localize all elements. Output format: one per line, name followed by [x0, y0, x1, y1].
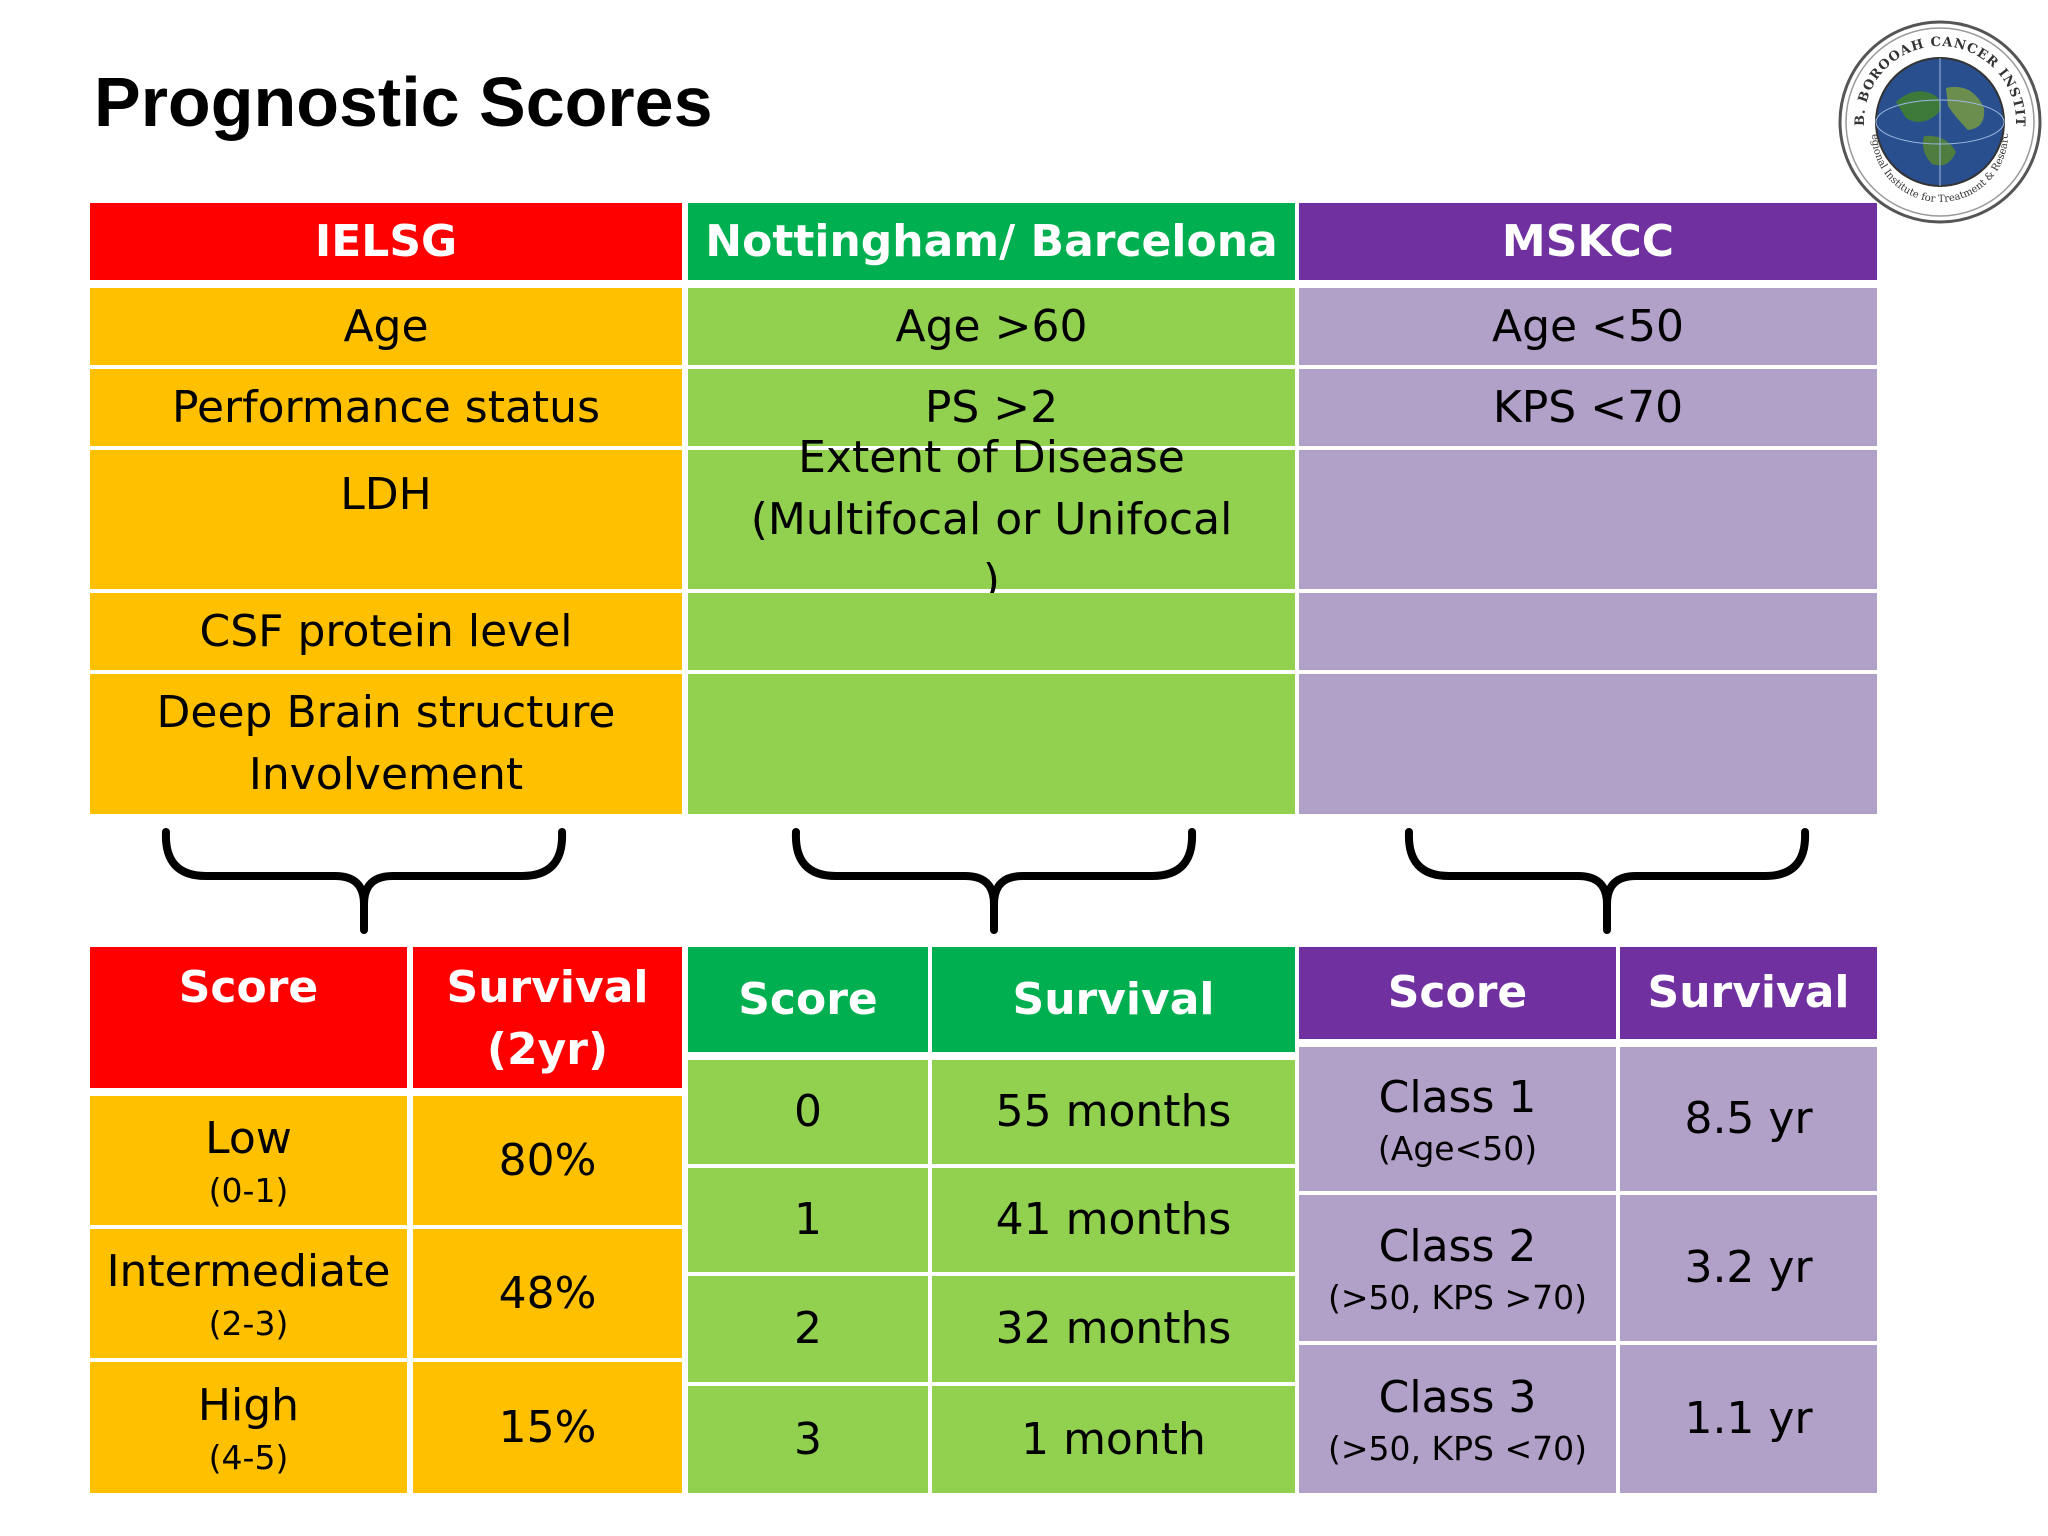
- slide-title: Prognostic Scores: [94, 63, 713, 141]
- class-label: Class 1: [1378, 1071, 1537, 1123]
- mskcc-survival-header: Survival: [1620, 947, 1877, 1039]
- mskcc-row-class2-survival: 3.2 yr: [1620, 1195, 1877, 1341]
- ielsg-factor-age: Age: [90, 288, 682, 365]
- mskcc-row-class1-survival: 8.5 yr: [1620, 1047, 1877, 1191]
- nottingham-factor-extent: Extent of Disease (Multifocal or Unifoca…: [688, 432, 1295, 606]
- mskcc-factor-empty-1: [1299, 450, 1877, 589]
- score-range: (2-3): [208, 1303, 289, 1343]
- mskcc-row-class3-survival: 1.1 yr: [1620, 1345, 1877, 1493]
- ielsg-row-low-score: Low (0-1): [90, 1096, 407, 1225]
- ielsg-factor-csf: CSF protein level: [90, 593, 682, 670]
- mskcc-header: MSKCC: [1299, 203, 1877, 280]
- score-label: High: [197, 1380, 300, 1432]
- nottingham-factor-age: Age >60: [688, 288, 1295, 365]
- mskcc-score-header: Score: [1299, 947, 1616, 1039]
- score-label: Low: [205, 1113, 292, 1165]
- ielsg-factor-performance: Performance status: [90, 369, 682, 446]
- nottingham-row-1-score: 1: [688, 1168, 928, 1272]
- ielsg-factor-ldh: LDH: [90, 450, 682, 589]
- brace-icon: [1404, 828, 1810, 934]
- nottingham-row-0-survival: 55 months: [932, 1060, 1295, 1164]
- ielsg-row-high-survival: 15%: [413, 1362, 682, 1493]
- ielsg-factor-deep-brain: Deep Brain structure Involvement: [90, 674, 682, 814]
- nottingham-row-2-survival: 32 months: [932, 1276, 1295, 1382]
- nottingham-header: Nottingham/ Barcelona: [688, 203, 1295, 280]
- ielsg-survival-header: Survival (2yr): [413, 947, 682, 1088]
- mskcc-row-class1-score: Class 1 (Age<50): [1299, 1047, 1616, 1191]
- class-label: Class 2: [1378, 1220, 1537, 1272]
- nottingham-row-1-survival: 41 months: [932, 1168, 1295, 1272]
- mskcc-row-class3-score: Class 3 (>50, KPS <70): [1299, 1345, 1616, 1493]
- nottingham-factor-ps: PS >2: [688, 369, 1295, 446]
- nottingham-row-3-score: 3: [688, 1386, 928, 1493]
- mskcc-factor-age: Age <50: [1299, 288, 1877, 365]
- ielsg-row-high-score: High (4-5): [90, 1362, 407, 1493]
- score-label: Intermediate: [106, 1246, 391, 1298]
- brace-icon: [161, 828, 567, 934]
- ielsg-score-header: Score: [90, 947, 407, 1088]
- nottingham-factor-empty-2: [688, 674, 1295, 814]
- ielsg-row-intermediate-survival: 48%: [413, 1229, 682, 1358]
- nottingham-row-0-score: 0: [688, 1060, 928, 1164]
- nottingham-score-header: Score: [688, 947, 928, 1052]
- ielsg-row-low-survival: 80%: [413, 1096, 682, 1225]
- nottingham-row-2-score: 2: [688, 1276, 928, 1382]
- class-criteria: (>50, KPS >70): [1328, 1278, 1587, 1318]
- score-range: (4-5): [208, 1437, 289, 1477]
- class-criteria: (Age<50): [1377, 1129, 1538, 1169]
- mskcc-factor-empty-3: [1299, 674, 1877, 814]
- mskcc-factor-kps: KPS <70: [1299, 369, 1877, 446]
- ielsg-header: IELSG: [90, 203, 682, 280]
- ielsg-row-intermediate-score: Intermediate (2-3): [90, 1229, 407, 1358]
- nottingham-factor-empty-1: [688, 593, 1295, 670]
- score-range: (0-1): [208, 1170, 289, 1210]
- mskcc-factor-empty-2: [1299, 593, 1877, 670]
- nottingham-survival-header: Survival: [932, 947, 1295, 1052]
- institute-logo: DR. B. BOROOAH CANCER INSTITUTE Regional…: [1836, 18, 2042, 224]
- nottingham-row-3-survival: 1 month: [932, 1386, 1295, 1493]
- brace-icon: [791, 828, 1197, 934]
- class-criteria: (>50, KPS <70): [1328, 1429, 1587, 1469]
- mskcc-row-class2-score: Class 2 (>50, KPS >70): [1299, 1195, 1616, 1341]
- class-label: Class 3: [1378, 1371, 1537, 1423]
